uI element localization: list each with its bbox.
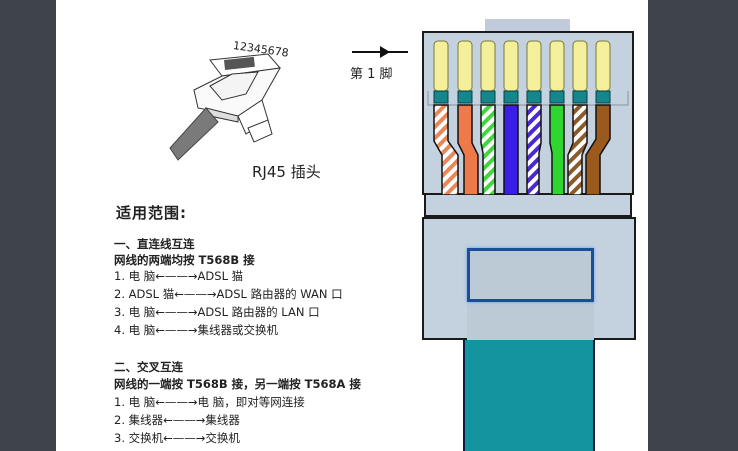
pin1-label: 第 1 脚 <box>350 67 393 82</box>
section2-item-3: 3. 交换机←——→交换机 <box>114 431 240 445</box>
section2-item-2: 2. 集线器←——→集线器 <box>114 413 240 427</box>
wire-contacts <box>427 40 629 195</box>
section2-subtitle: 网线的一端按 T568B 接，另一端按 T568A 接 <box>114 377 361 391</box>
plug-label: RJ45 插头 <box>252 163 321 181</box>
section1-subtitle: 网线的两端均按 T568B 接 <box>114 253 255 267</box>
section1-item-3: 3. 电 脑←——→ADSL 路由器的 LAN 口 <box>114 305 320 319</box>
scope-title: 适用范围: <box>116 204 187 222</box>
section1-item-2: 2. ADSL 猫←——→ADSL 路由器的 WAN 口 <box>114 287 343 301</box>
section2-title: 二、交叉互连 <box>114 360 183 374</box>
section1-item-1: 1. 电 脑←——→ADSL 猫 <box>114 269 244 283</box>
connector-latch-tab <box>485 19 570 32</box>
cable-jacket <box>463 340 595 451</box>
connector-crimp-band <box>424 195 632 217</box>
connector-window <box>467 248 594 302</box>
section2-item-1: 1. 电 脑←——→电 脑，即对等网连接 <box>114 395 305 409</box>
connector-window-shade <box>467 302 594 340</box>
section1-item-4: 4. 电 脑←——→集线器或交换机 <box>114 323 279 337</box>
rj45-plug-illustration <box>169 53 281 161</box>
section1-title: 一、直连线互连 <box>114 237 195 251</box>
pin1-arrow-tail <box>388 51 408 53</box>
pin1-arrow-line <box>352 51 388 53</box>
pin1-arrow-icon <box>380 46 390 58</box>
